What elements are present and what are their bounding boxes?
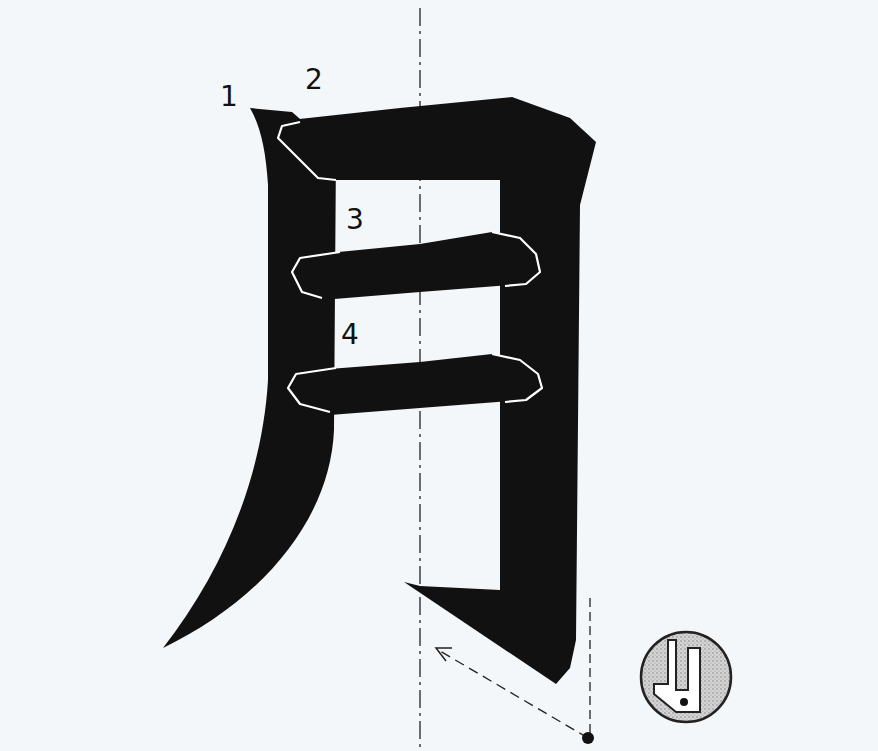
pivot-dot [582, 732, 594, 744]
callout-number: 4 [341, 321, 359, 349]
callout-number: 2 [305, 66, 323, 94]
callout-number: 3 [346, 206, 364, 234]
brush-stroke [292, 232, 540, 300]
brush-icon [641, 632, 731, 722]
callout-number: 1 [220, 83, 238, 111]
brush-stroke [288, 354, 542, 415]
stroke-outline [278, 122, 542, 412]
direction-arrow [440, 651, 588, 738]
brush-stroke [272, 97, 596, 684]
guide-line [589, 598, 590, 734]
arrow-head [436, 648, 452, 661]
